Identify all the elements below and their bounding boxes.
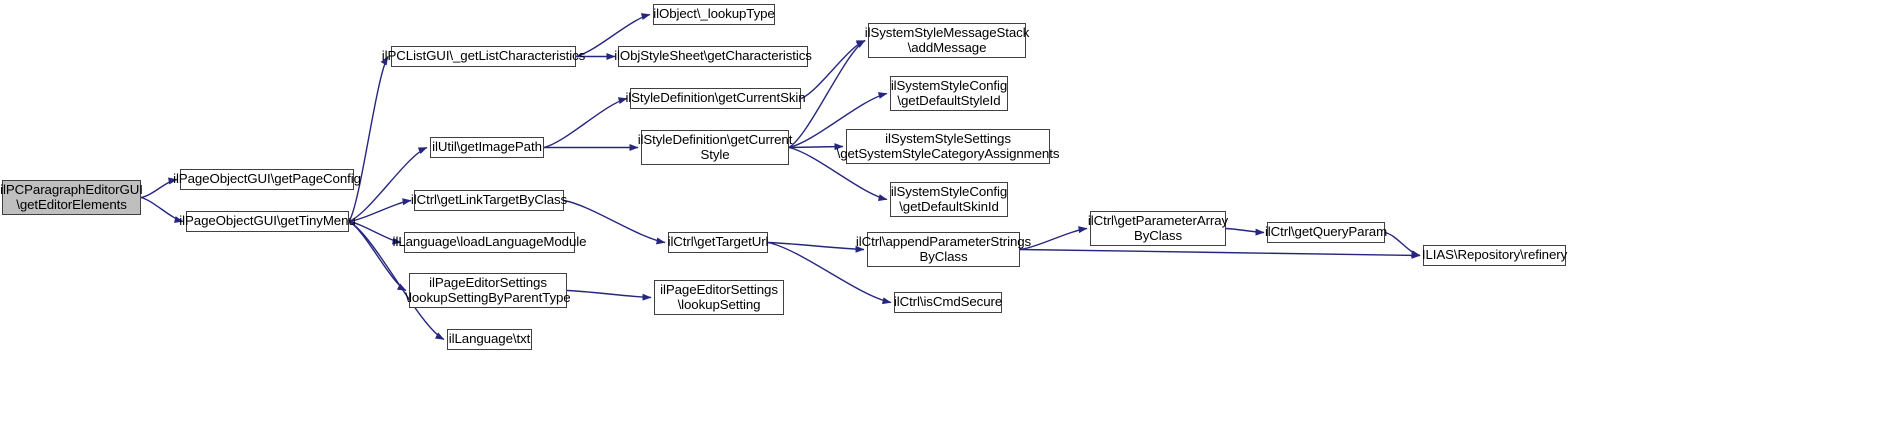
graph-node-label: ilUtil\getImagePath bbox=[432, 139, 542, 155]
graph-node-label: ilPCListGUI\_getListCharacteristics bbox=[381, 48, 586, 64]
graph-node-label: ilSystemStyleConfig \getDefaultStyleId bbox=[890, 78, 1008, 108]
graph-node[interactable]: ilObjStyleSheet\getCharacteristics bbox=[614, 46, 812, 67]
graph-node[interactable]: ilCtrl\getLinkTargetByClass bbox=[411, 190, 567, 211]
graph-node-label: ilStyleDefinition\getCurrentSkin bbox=[625, 90, 806, 106]
graph-node-label: ilCtrl\appendParameterStrings ByClass bbox=[855, 234, 1032, 264]
graph-node-label: ilPageObjectGUI\getTinyMenu bbox=[179, 213, 356, 229]
graph-node-label: ilObject\_lookupType bbox=[653, 6, 775, 22]
graph-node[interactable]: ilLanguage\loadLanguageModule bbox=[393, 232, 586, 253]
graph-node[interactable]: ilLanguage\txt bbox=[447, 329, 532, 350]
graph-node[interactable]: ilPageEditorSettings \lookupSettingByPar… bbox=[405, 273, 571, 308]
graph-node-label: ilPageObjectGUI\getPageConfig bbox=[173, 171, 361, 187]
graph-node-label: ilSystemStyleMessageStack \addMessage bbox=[864, 25, 1030, 55]
graph-edge bbox=[543, 97, 628, 149]
graph-node-label: ilLanguage\txt bbox=[448, 331, 531, 347]
graph-node-label: ilPageEditorSettings \lookupSetting bbox=[660, 282, 778, 312]
graph-node-label: ilCtrl\getQueryParam bbox=[1264, 224, 1388, 240]
graph-node[interactable]: ilCtrl\getQueryParam bbox=[1265, 222, 1387, 243]
graph-node[interactable]: ilObject\_lookupType bbox=[653, 4, 775, 25]
graph-node[interactable]: ilCtrl\getTargetUrl bbox=[668, 232, 769, 253]
graph-node[interactable]: ilCtrl\isCmdSecure bbox=[894, 292, 1002, 313]
graph-node-label: ilSystemStyleConfig \getDefaultSkinId bbox=[890, 184, 1008, 214]
graph-node[interactable]: ilStyleDefinition\getCurrent Style bbox=[638, 130, 792, 165]
graph-node[interactable]: ilSystemStyleConfig \getDefaultStyleId bbox=[890, 76, 1008, 111]
graph-edge bbox=[767, 241, 865, 253]
graph-node[interactable]: ilSystemStyleConfig \getDefaultSkinId bbox=[890, 182, 1008, 217]
graph-node[interactable]: ILIAS\Repository\refinery bbox=[1422, 245, 1567, 266]
graph-node-label: ilPageEditorSettings \lookupSettingByPar… bbox=[405, 275, 571, 305]
graph-node[interactable]: ilSystemStyleSettings \getSystemStyleCat… bbox=[837, 129, 1059, 164]
graph-edge bbox=[1019, 248, 1421, 259]
graph-node[interactable]: ilPageObjectGUI\getPageConfig bbox=[173, 169, 361, 190]
graph-node-label: ilLanguage\loadLanguageModule bbox=[392, 234, 587, 250]
graph-node-label: ilStyleDefinition\getCurrent Style bbox=[637, 132, 793, 162]
graph-node-label: ILIAS\Repository\refinery bbox=[1421, 247, 1568, 263]
graph-node[interactable]: ilCtrl\appendParameterStrings ByClass bbox=[856, 232, 1031, 267]
graph-node-label: ilCtrl\isCmdSecure bbox=[893, 294, 1003, 310]
graph-node[interactable]: ilPCParagraphEditorGUI \getEditorElement… bbox=[0, 180, 143, 215]
graph-edge bbox=[348, 56, 389, 222]
graph-node[interactable]: ilStyleDefinition\getCurrentSkin bbox=[625, 88, 806, 109]
graph-node-label: ilObjStyleSheet\getCharacteristics bbox=[614, 48, 812, 64]
graph-edge bbox=[348, 220, 407, 292]
graph-node-label: ilCtrl\getParameterArray ByClass bbox=[1087, 213, 1229, 243]
graph-node[interactable]: ilUtil\getImagePath bbox=[430, 137, 544, 158]
graph-node[interactable]: ilPCListGUI\_getListCharacteristics bbox=[382, 46, 585, 67]
graph-node[interactable]: ilSystemStyleMessageStack \addMessage bbox=[865, 23, 1029, 58]
graph-edge bbox=[566, 289, 652, 301]
graph-node-label: ilCtrl\getLinkTargetByClass bbox=[410, 192, 568, 208]
graph-node[interactable]: ilCtrl\getParameterArray ByClass bbox=[1088, 211, 1228, 246]
graph-node-label: ilCtrl\getTargetUrl bbox=[667, 234, 769, 250]
graph-node-label: ilPCParagraphEditorGUI \getEditorElement… bbox=[0, 182, 143, 212]
graph-node[interactable]: ilPageObjectGUI\getTinyMenu bbox=[179, 211, 356, 232]
graph-node-label: ilSystemStyleSettings \getSystemStyleCat… bbox=[836, 131, 1060, 161]
graph-node[interactable]: ilPageEditorSettings \lookupSetting bbox=[654, 280, 784, 315]
